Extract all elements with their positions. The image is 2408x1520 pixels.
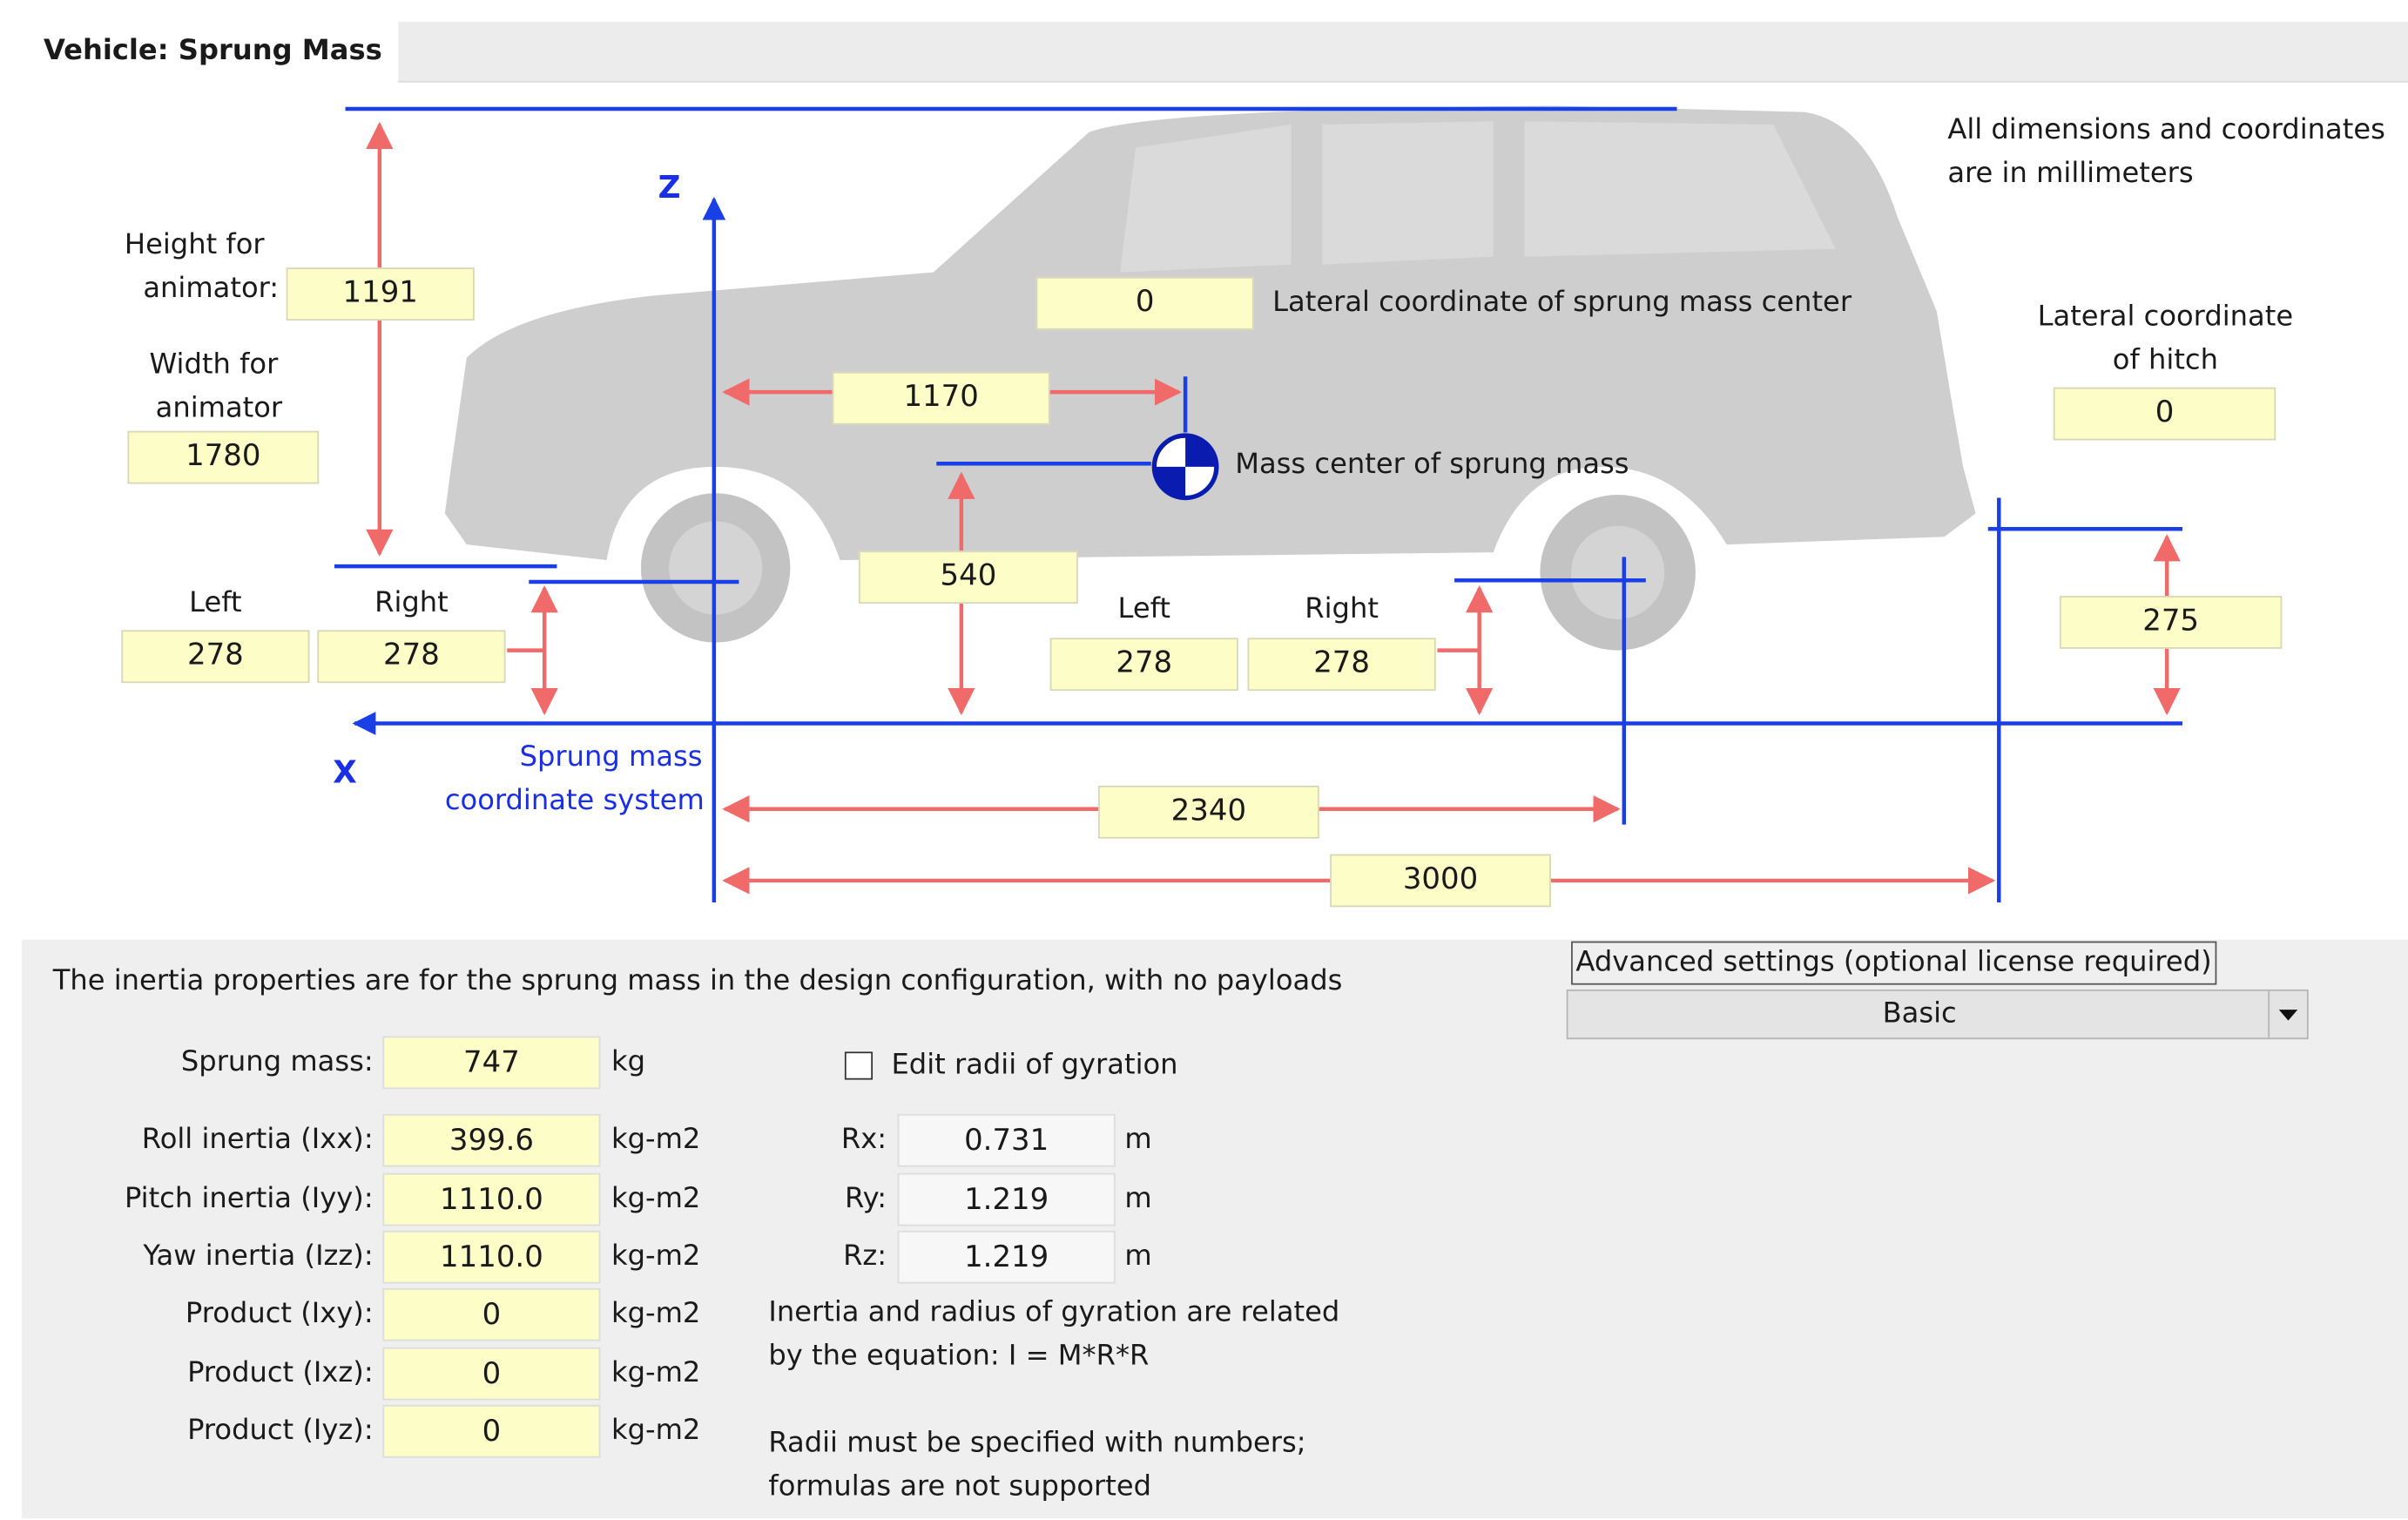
edit-radii-checkbox[interactable] bbox=[844, 1051, 873, 1080]
radii-note-2: formulas are not supported bbox=[768, 1469, 1152, 1503]
width-label-2: animator bbox=[155, 392, 283, 425]
yaw-inertia-label: Yaw inertia (Izz): bbox=[143, 1240, 374, 1273]
front-right-label: Right bbox=[374, 586, 449, 619]
height-for-animator-field[interactable]: 1191 bbox=[286, 267, 475, 321]
rx-unit: m bbox=[1124, 1123, 1152, 1157]
coord-sys-label: Sprung mass bbox=[519, 740, 703, 774]
sprung-mass-diagram bbox=[334, 105, 2183, 902]
product-ixy-label: Product (Ixy): bbox=[185, 1297, 374, 1331]
cg-z-field[interactable]: 540 bbox=[858, 551, 1078, 605]
product-ixz-unit: kg-m2 bbox=[610, 1356, 701, 1389]
product-ixy-field[interactable]: 0 bbox=[382, 1287, 601, 1341]
ry-unit: m bbox=[1124, 1182, 1152, 1215]
sprung-mass-unit: kg bbox=[610, 1045, 646, 1078]
x-axis-label: X bbox=[333, 753, 357, 791]
yaw-inertia-field[interactable]: 1110.0 bbox=[382, 1230, 601, 1284]
height-label-2: animator: bbox=[143, 272, 280, 306]
rx-field[interactable]: 0.731 bbox=[897, 1113, 1116, 1167]
rear-right-label: Right bbox=[1305, 592, 1379, 626]
rz-unit: m bbox=[1124, 1240, 1152, 1273]
rx-label: Rx: bbox=[840, 1123, 887, 1157]
coord-sys-label-2: coordinate system bbox=[444, 784, 705, 817]
lateral-cg-label: Lateral coordinate of sprung mass center bbox=[1272, 286, 1852, 320]
edit-radii-label: Edit radii of gyration bbox=[891, 1048, 1178, 1082]
ry-label: Ry: bbox=[845, 1182, 887, 1215]
lateral-cg-field[interactable]: 0 bbox=[1035, 276, 1254, 330]
product-ixz-label: Product (Ixz): bbox=[187, 1356, 374, 1389]
z-axis-label: Z bbox=[658, 167, 681, 206]
inertia-note: The inertia properties are for the sprun… bbox=[52, 964, 1343, 997]
pitch-inertia-label: Pitch inertia (Iyy): bbox=[124, 1182, 374, 1215]
equation-note: Inertia and radius of gyration are relat… bbox=[768, 1295, 1340, 1329]
ry-field[interactable]: 1.219 bbox=[897, 1172, 1116, 1226]
advanced-settings-dropdown[interactable]: Basic bbox=[1566, 989, 2309, 1040]
roll-inertia-unit: kg-m2 bbox=[610, 1123, 701, 1157]
front-right-field[interactable]: 278 bbox=[317, 630, 506, 684]
pitch-inertia-field[interactable]: 1110.0 bbox=[382, 1172, 601, 1226]
product-ixy-unit: kg-m2 bbox=[610, 1297, 701, 1331]
units-note: All dimensions and coordinates bbox=[1947, 113, 2385, 146]
units-note-2: are in millimeters bbox=[1947, 157, 2194, 190]
cg-x-field[interactable]: 1170 bbox=[832, 371, 1050, 425]
equation-note-2: by the equation: I = M*R*R bbox=[768, 1339, 1150, 1373]
rz-label: Rz: bbox=[843, 1240, 887, 1273]
pitch-inertia-unit: kg-m2 bbox=[610, 1182, 701, 1215]
sprung-mass-label: Sprung mass: bbox=[180, 1045, 374, 1078]
width-label: Width for bbox=[149, 348, 279, 382]
rz-field[interactable]: 1.219 bbox=[897, 1230, 1116, 1284]
roll-inertia-field[interactable]: 399.6 bbox=[382, 1113, 601, 1167]
tab-strip bbox=[398, 22, 2408, 83]
height-label: Height for bbox=[124, 228, 265, 262]
width-for-animator-field[interactable]: 1780 bbox=[127, 430, 320, 484]
advanced-settings-label: Advanced settings (optional license requ… bbox=[1571, 941, 2217, 985]
product-iyz-unit: kg-m2 bbox=[610, 1414, 701, 1448]
tab-vehicle-sprung-mass[interactable]: Vehicle: Sprung Mass bbox=[22, 22, 395, 81]
mass-center-icon bbox=[1151, 433, 1219, 501]
product-ixz-field[interactable]: 0 bbox=[382, 1347, 601, 1401]
front-left-label: Left bbox=[189, 586, 242, 619]
hitch-lateral-field[interactable]: 0 bbox=[2053, 387, 2276, 441]
rear-left-label: Left bbox=[1117, 592, 1171, 626]
hitch-height-field[interactable]: 275 bbox=[2059, 596, 2283, 649]
chevron-down-icon[interactable] bbox=[2268, 990, 2307, 1038]
wheelbase-field[interactable]: 2340 bbox=[1098, 785, 1319, 839]
hitch-x-field[interactable]: 3000 bbox=[1330, 854, 1551, 908]
product-iyz-field[interactable]: 0 bbox=[382, 1404, 601, 1458]
hitch-lateral-label: Lateral coordinate bbox=[2037, 300, 2294, 334]
roll-inertia-label: Roll inertia (Ixx): bbox=[141, 1123, 374, 1157]
cg-label: Mass center of sprung mass bbox=[1235, 448, 1629, 481]
hitch-lateral-label-2: of hitch bbox=[2112, 343, 2218, 377]
radii-note: Radii must be specified with numbers; bbox=[768, 1426, 1306, 1460]
rear-right-field[interactable]: 278 bbox=[1247, 638, 1436, 692]
sprung-mass-field[interactable]: 747 bbox=[382, 1036, 601, 1090]
rear-left-field[interactable]: 278 bbox=[1049, 638, 1238, 692]
advanced-settings-value: Basic bbox=[1882, 996, 1957, 1030]
yaw-inertia-unit: kg-m2 bbox=[610, 1240, 701, 1273]
product-iyz-label: Product (Iyz): bbox=[187, 1414, 374, 1448]
front-left-field[interactable]: 278 bbox=[121, 630, 310, 684]
